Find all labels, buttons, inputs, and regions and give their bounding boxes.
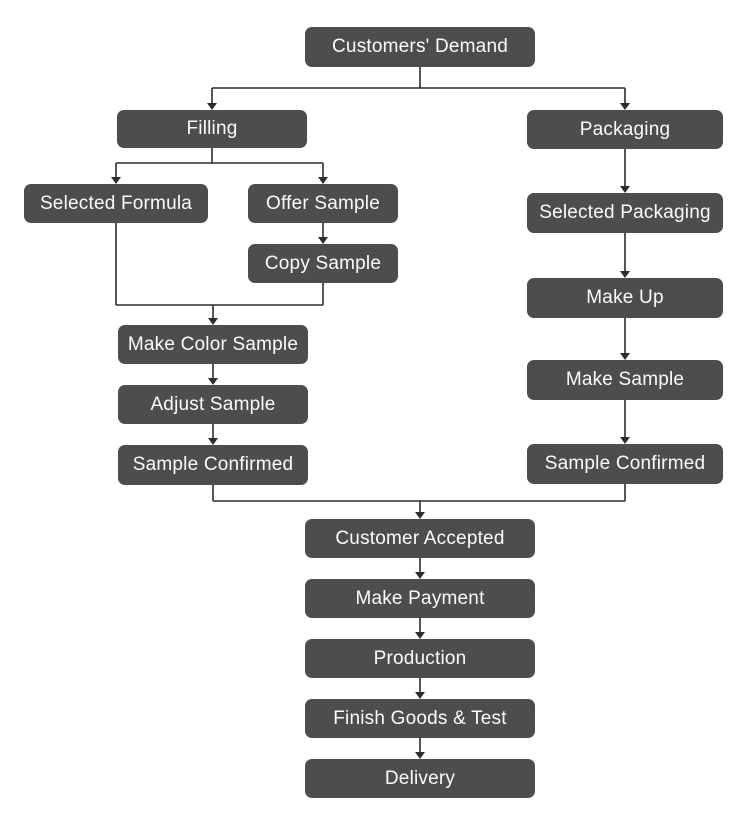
node-sample-confirmed-left: Sample Confirmed: [118, 445, 308, 485]
node-finish-goods-test: Finish Goods & Test: [305, 699, 535, 738]
node-production: Production: [305, 639, 535, 678]
node-sample-confirmed-right: Sample Confirmed: [527, 444, 723, 484]
node-delivery: Delivery: [305, 759, 535, 798]
node-filling: Filling: [117, 110, 307, 148]
node-selected-packaging: Selected Packaging: [527, 193, 723, 233]
node-make-up: Make Up: [527, 278, 723, 318]
node-customer-accepted: Customer Accepted: [305, 519, 535, 558]
node-adjust-sample: Adjust Sample: [118, 385, 308, 424]
node-copy-sample: Copy Sample: [248, 244, 398, 283]
node-selected-formula: Selected Formula: [24, 184, 208, 223]
node-make-sample: Make Sample: [527, 360, 723, 400]
node-customers-demand: Customers' Demand: [305, 27, 535, 67]
node-offer-sample: Offer Sample: [248, 184, 398, 223]
node-make-payment: Make Payment: [305, 579, 535, 618]
node-packaging: Packaging: [527, 110, 723, 149]
node-make-color-sample: Make Color Sample: [118, 325, 308, 364]
